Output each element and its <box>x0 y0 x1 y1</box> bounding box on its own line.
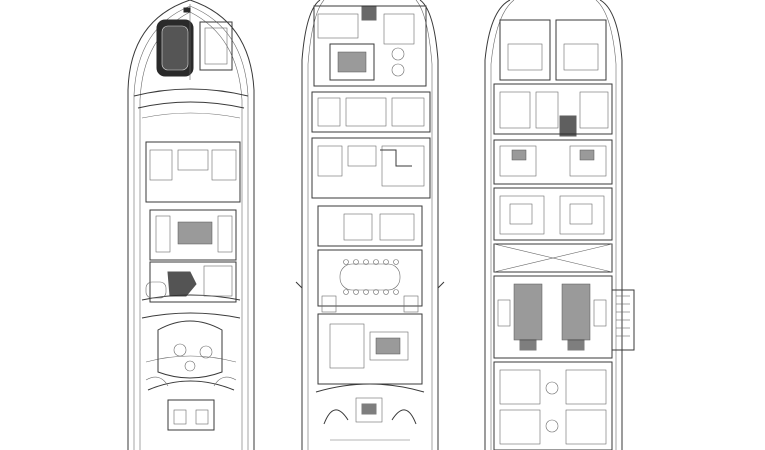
main-deck-hull <box>301 0 439 450</box>
lower-deck-hull <box>484 0 623 450</box>
main-deck-dining-table <box>339 263 401 291</box>
upper-deck-lounge <box>157 320 223 379</box>
upper-deck-hull <box>127 0 255 450</box>
main-deck-dining-room <box>317 249 423 307</box>
upper-deck-plan <box>127 0 255 450</box>
lower-deck-plan <box>484 0 635 450</box>
main-deck-plan <box>295 0 445 450</box>
upper-deck-table <box>177 221 213 245</box>
